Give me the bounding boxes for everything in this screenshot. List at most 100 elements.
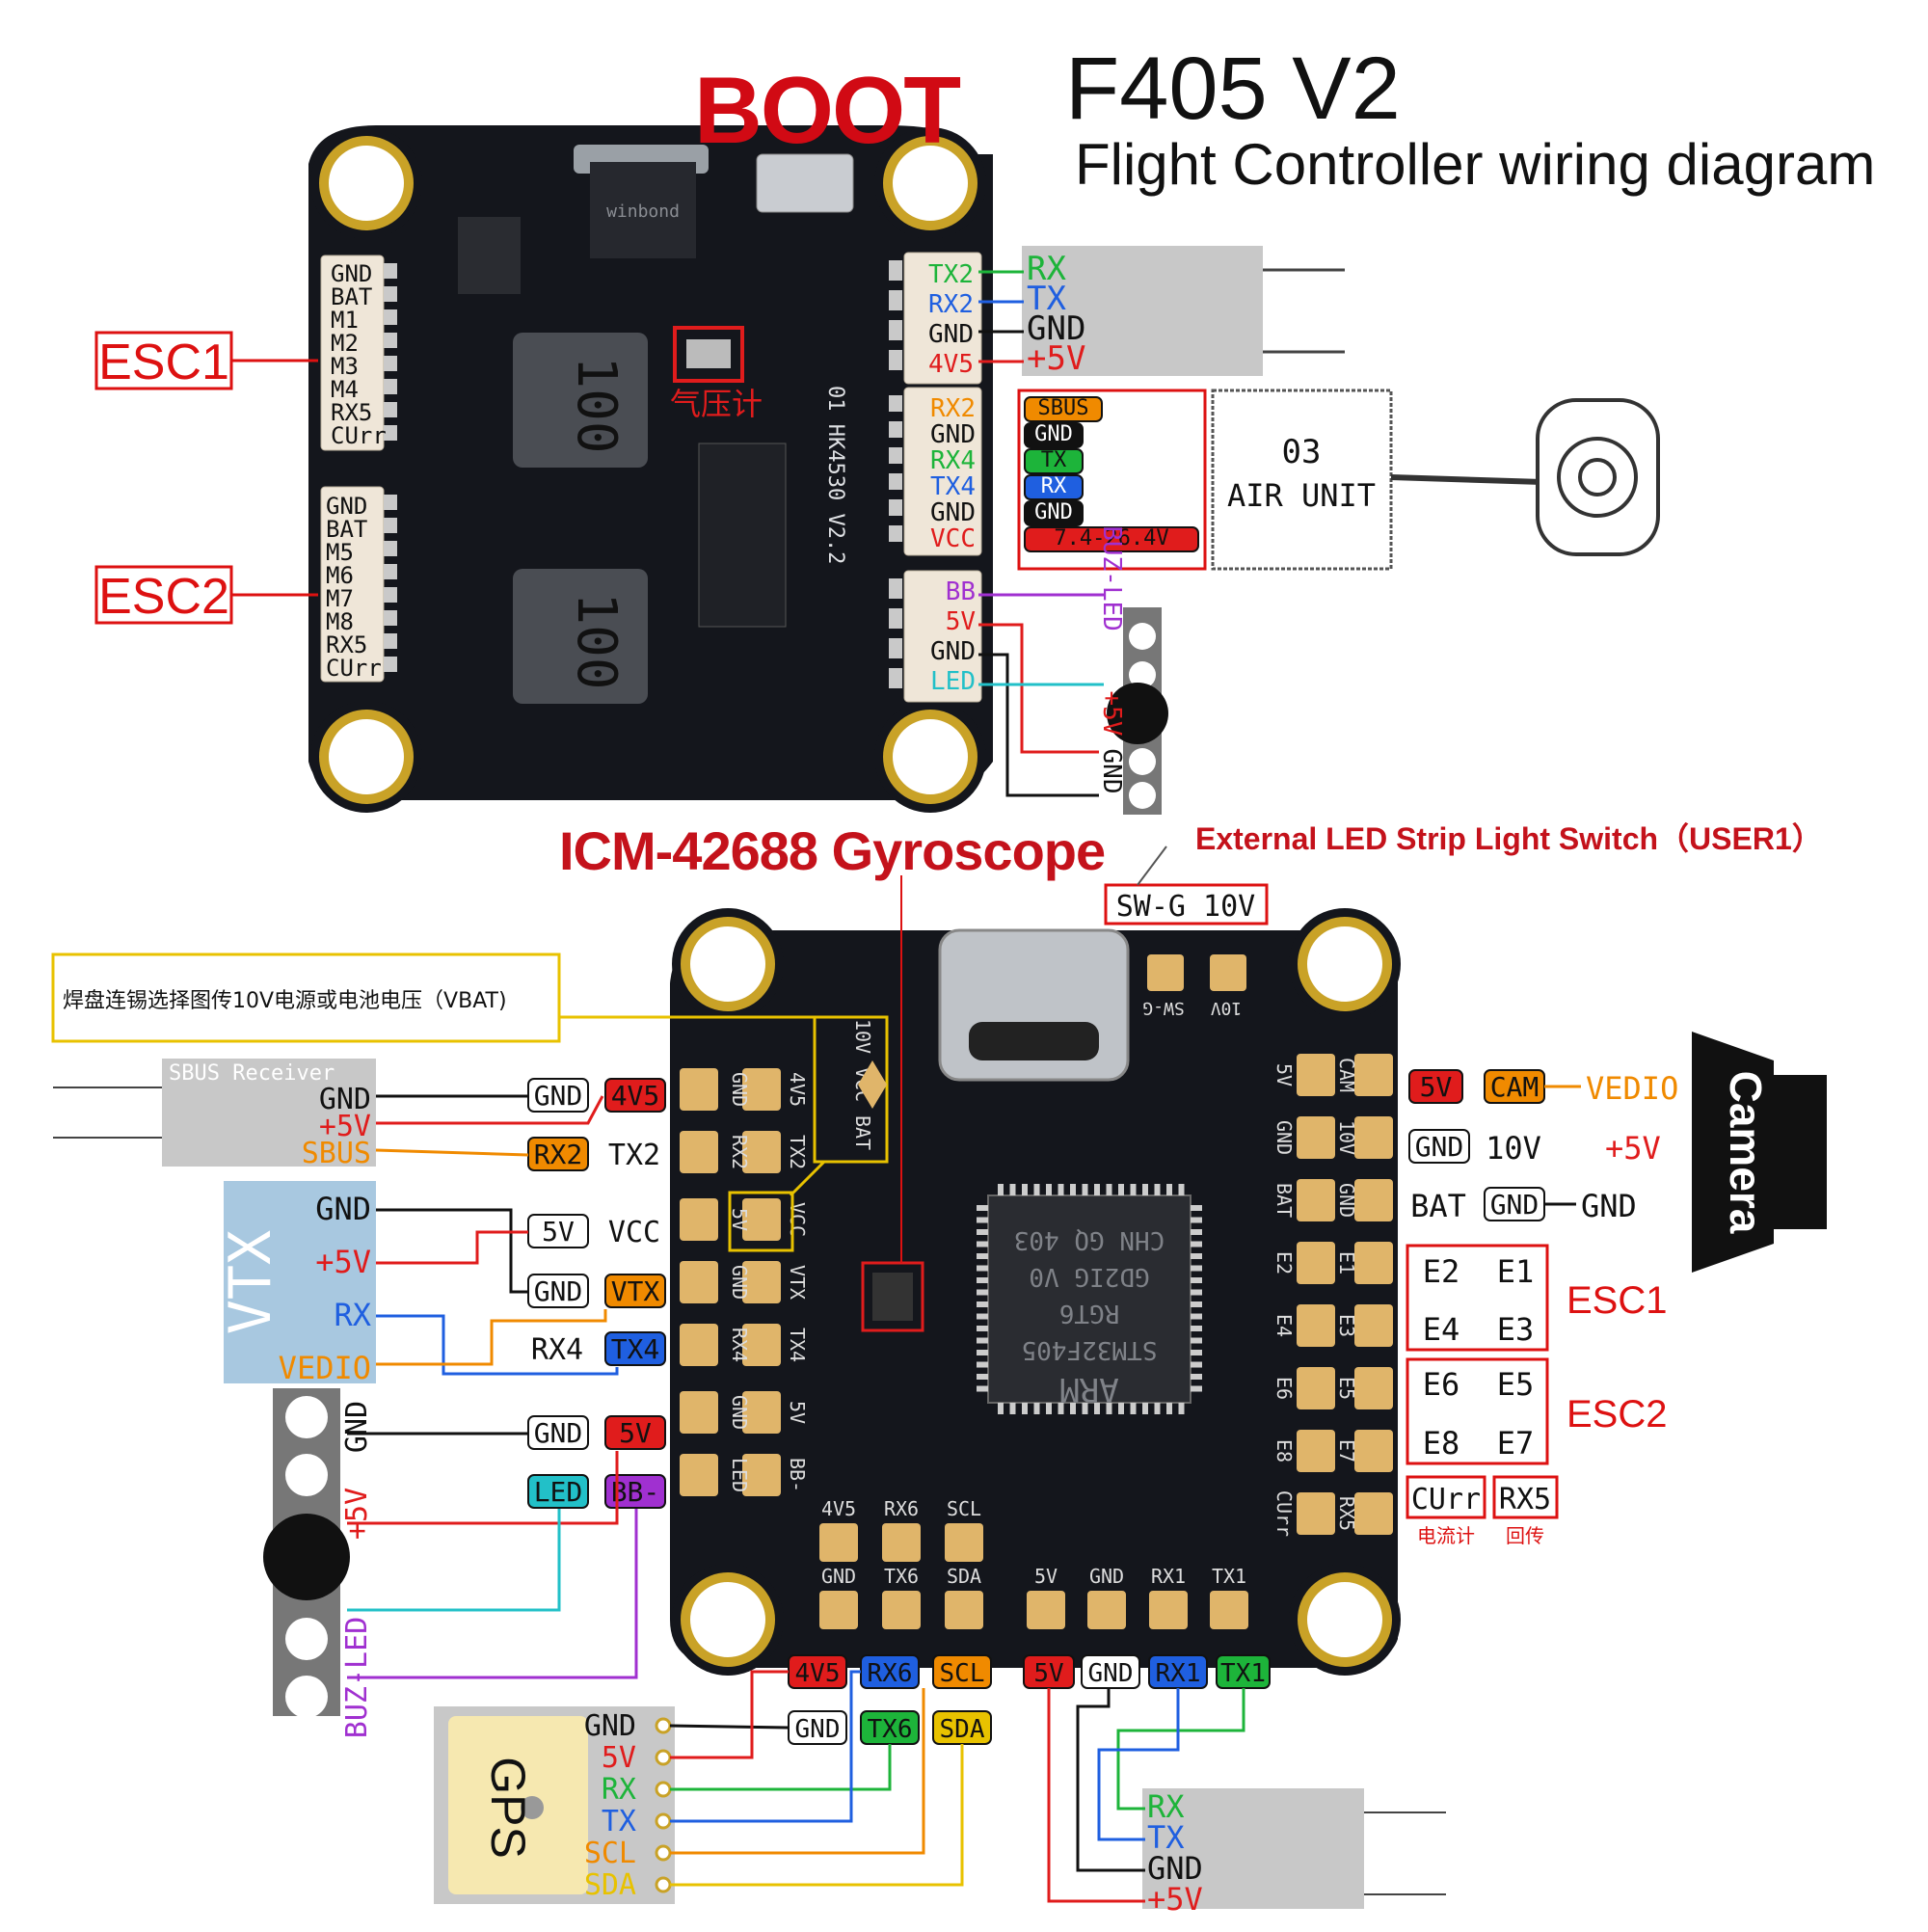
barometer-label: 气压计	[670, 386, 763, 422]
bottom-pad-bot-label: 5V	[1034, 1565, 1058, 1588]
air-connector-pin	[889, 395, 902, 412]
mcu-pin	[1191, 1313, 1202, 1320]
mcu-pin	[977, 1385, 988, 1392]
mcu-pin	[1009, 1403, 1016, 1414]
gps-antenna	[448, 1716, 588, 1894]
vtx-wire	[376, 1314, 619, 1376]
esc1-connector-pin	[384, 402, 397, 417]
esc2-connector	[320, 486, 385, 683]
right-pad-label-a: 5V	[1272, 1063, 1296, 1087]
right-pad-label-a: CUrr	[1272, 1490, 1296, 1537]
rx5-box	[1492, 1475, 1559, 1519]
curr-cn-label: 电流计	[1417, 1524, 1475, 1547]
bottom-pad-top-label: 4V5	[821, 1497, 856, 1520]
esc1-connector	[320, 255, 385, 451]
gps-pin-icon	[655, 1717, 672, 1734]
mcu-marking: GD2IG V0	[1029, 1262, 1149, 1291]
esc2-connector-pin	[384, 564, 397, 579]
esc1-connector-pin	[384, 286, 397, 302]
right-pad-outer	[1354, 1116, 1393, 1159]
bottom-pad-bot-label: TX1	[1212, 1565, 1246, 1588]
mcu-pin	[977, 1326, 988, 1331]
right-pad-label-a: GND	[1272, 1120, 1296, 1155]
camera-lens-inner-icon	[1578, 458, 1617, 496]
bottom-pad-top	[945, 1523, 983, 1562]
right-pad-inner	[1297, 1430, 1335, 1472]
vcc-jumper-box	[728, 1191, 794, 1252]
esc1-pad-e1: E1	[1497, 1253, 1535, 1290]
bottom-pad-top	[882, 1523, 921, 1562]
mcu-pin	[1191, 1253, 1202, 1259]
mcu-pin	[1191, 1205, 1202, 1211]
bottom-pad-bot-label: SDA	[947, 1565, 981, 1588]
gps-pin-label: GND	[584, 1709, 636, 1743]
air-tag-bg	[1024, 422, 1084, 448]
air-connector-label: TX4	[930, 472, 976, 501]
esc2-pin-label: M8	[326, 608, 354, 635]
esc1-pin-label: GND	[331, 260, 372, 287]
air-tag-bg	[1024, 448, 1084, 474]
esc1-pin-label: M4	[331, 376, 359, 403]
esc1-pad-box	[1406, 1244, 1549, 1352]
esc2-pin-label: RX5	[326, 631, 367, 658]
bottom-tag-rx6: RX6	[868, 1659, 913, 1688]
esc2-connector-pin	[384, 495, 397, 510]
rx-connector-pin	[889, 290, 902, 310]
curr-box	[1406, 1475, 1486, 1519]
right-tag-5v-cam: +5V	[1605, 1130, 1661, 1167]
esc2-pad-box	[1406, 1357, 1549, 1465]
mcu-pin	[977, 1337, 988, 1344]
gyro-chip	[872, 1273, 913, 1321]
esc1-pin-label: CUrr	[331, 422, 387, 449]
gps-pin-icon	[655, 1781, 672, 1798]
gps-title: GPS	[481, 1757, 535, 1859]
left-tag-b: TX4	[611, 1333, 660, 1365]
mcu-pin	[1191, 1337, 1202, 1344]
mcu-pin	[1191, 1374, 1202, 1380]
vtx-title: VTX	[217, 1230, 284, 1334]
regulator-chip	[458, 217, 521, 294]
left-pad-inner	[742, 1454, 781, 1496]
recv2-wire	[1076, 1688, 1145, 1872]
vtx-pin-label: +5V	[315, 1244, 371, 1280]
vbat-jumper-box	[813, 1015, 889, 1164]
left-tag-b-bg	[604, 1331, 666, 1366]
buzzer-connector-label: GND	[930, 637, 976, 666]
stm32-mcu	[987, 1194, 1192, 1404]
right-tag-vedio: VEDIO	[1586, 1070, 1678, 1107]
top-mount-br-icon	[883, 710, 977, 804]
esc2-connector-pin	[384, 541, 397, 556]
mcu-pin	[1191, 1326, 1202, 1331]
bottom-tag-scl: SCL	[940, 1659, 985, 1688]
air-tag-bg	[1024, 526, 1199, 552]
rx-connector-pin	[889, 350, 902, 370]
bottom-buzzer-label: +5V	[340, 1488, 374, 1540]
esc2-pin-label: GND	[326, 493, 367, 520]
left-tag-a: GND	[534, 1417, 583, 1449]
right-pad-outer	[1354, 1179, 1393, 1221]
bottom-receiver-pin-label: TX	[1147, 1819, 1185, 1856]
esc1-connector-pin	[384, 356, 397, 371]
esc2-pin-label: M6	[326, 562, 354, 589]
jumper-pad-label: BAT	[851, 1115, 874, 1150]
right-pad-label-b: 10V	[1335, 1120, 1358, 1155]
left-tag-a: LED	[534, 1476, 583, 1508]
right-pad-outer	[1354, 1430, 1393, 1472]
air-connector-label: GND	[930, 498, 976, 527]
right-tag-cam: CAM	[1490, 1071, 1540, 1103]
right-pad-outer	[1354, 1304, 1393, 1347]
top-buzzer-label: +5V	[1097, 691, 1126, 737]
esc2-pad-e7: E7	[1497, 1425, 1535, 1462]
sbus-pin-label: +5V	[319, 1110, 371, 1143]
top-mount-tr-icon	[883, 136, 977, 230]
mcu-pin	[1130, 1403, 1137, 1414]
left-pad-inner	[742, 1198, 781, 1241]
buzzer-connector	[903, 570, 982, 703]
air-tag: RX	[1041, 474, 1067, 498]
jumper-pad-icon	[858, 1060, 887, 1109]
swg-tag-box	[1104, 883, 1269, 926]
left-pad-outer	[680, 1324, 718, 1366]
esc1-pad-e3: E3	[1497, 1311, 1535, 1348]
gps-pin-label: SDA	[584, 1868, 636, 1902]
